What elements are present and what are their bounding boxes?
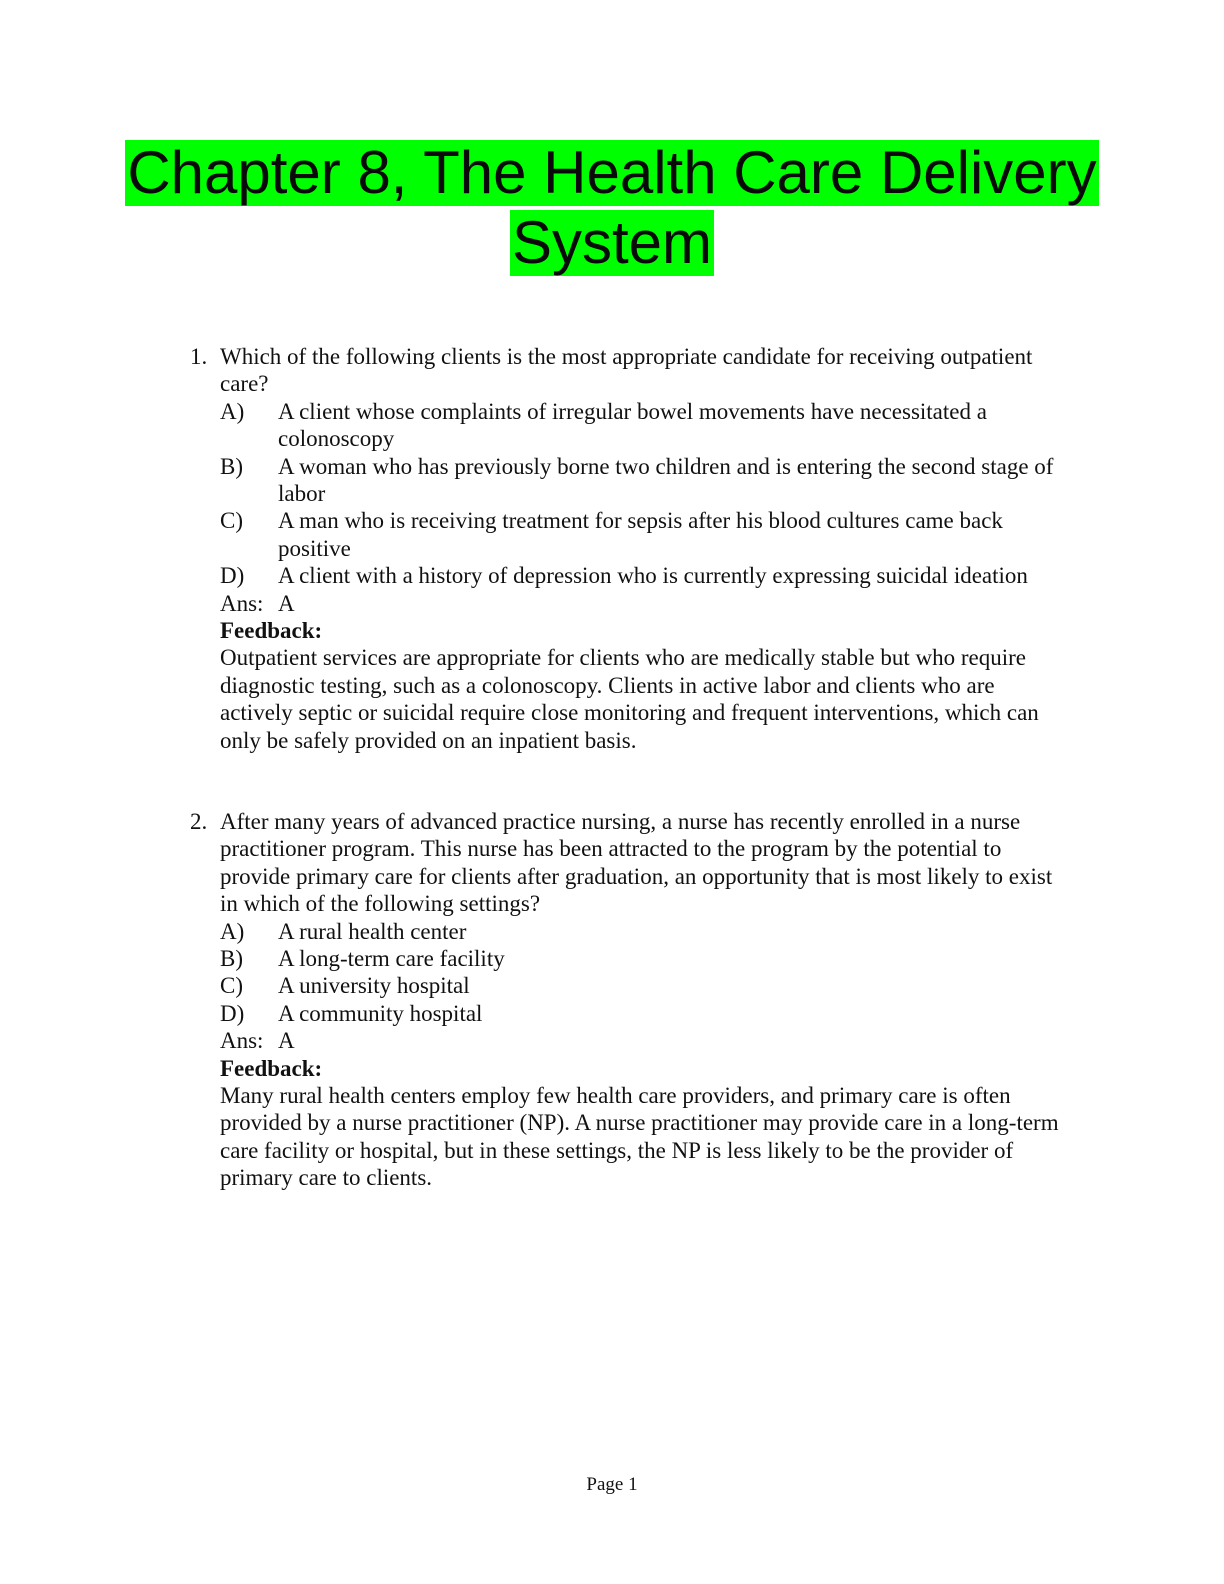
option-letter: C)	[220, 973, 243, 999]
question-text: Which of the following clients is the mo…	[220, 344, 1033, 397]
question-number: 2.	[190, 809, 208, 834]
option-a: A) A rural health center	[220, 918, 1070, 945]
option-text: A man who is receiving treatment for sep…	[278, 508, 1003, 561]
option-b: B) A long-term care facility	[220, 945, 1070, 972]
page-number: Page 1	[586, 1474, 638, 1495]
answer-value: A	[278, 590, 295, 616]
answer-label: Ans:	[220, 590, 264, 616]
question-number: 1.	[190, 344, 208, 369]
option-c: C) A university hospital	[220, 972, 1070, 999]
option-letter: D)	[220, 1000, 245, 1026]
feedback-label: Feedback:	[220, 1055, 323, 1081]
feedback-text: Many rural health centers employ few hea…	[220, 1083, 1059, 1191]
option-letter: C)	[220, 508, 243, 534]
option-d: D) A community hospital	[220, 1000, 1070, 1027]
answer-value: A	[278, 1028, 295, 1054]
question-2-stem: 2. After many years of advanced practice…	[190, 808, 1070, 918]
question-2: 2. After many years of advanced practice…	[190, 808, 1070, 1192]
option-letter: B)	[220, 453, 243, 479]
option-text: A rural health center	[278, 918, 467, 944]
chapter-title-line-2: System	[509, 209, 715, 276]
question-1-stem: 1. Which of the following clients is the…	[190, 343, 1070, 398]
option-text: A client whose complaints of irregular b…	[278, 398, 987, 452]
question-text: After many years of advanced practice nu…	[220, 809, 1053, 917]
option-text: A community hospital	[278, 1000, 483, 1026]
option-text: A university hospital	[278, 973, 470, 999]
option-b: B) A woman who has previously borne two …	[220, 453, 1070, 508]
option-letter: A)	[220, 918, 245, 944]
answer-line: Ans: A	[220, 1027, 1070, 1054]
feedback-label: Feedback:	[220, 618, 323, 644]
option-d: D) A client with a history of depression…	[220, 562, 1070, 589]
chapter-title-line-1: Chapter 8, The Health Care Delivery	[125, 139, 1099, 206]
option-text: A client with a history of depression wh…	[278, 563, 1028, 589]
option-text: A woman who has previously borne two chi…	[278, 453, 1054, 507]
answer-options: A) A client whose complaints of irregula…	[220, 398, 1070, 590]
option-text: A long-term care facility	[278, 946, 505, 972]
feedback-text: Outpatient services are appropriate for …	[220, 645, 1039, 753]
option-letter: A)	[220, 398, 245, 424]
answer-line: Ans: A	[220, 590, 1070, 617]
chapter-title: Chapter 8, The Health Care Delivery Syst…	[0, 140, 1224, 276]
option-letter: B)	[220, 946, 243, 972]
question-1: 1. Which of the following clients is the…	[190, 343, 1070, 754]
answer-label: Ans:	[220, 1028, 264, 1054]
option-letter: D)	[220, 563, 245, 589]
answer-options: A) A rural health center B) A long-term …	[220, 918, 1070, 1028]
option-a: A) A client whose complaints of irregula…	[220, 398, 1070, 453]
option-c: C) A man who is receiving treatment for …	[220, 507, 1070, 562]
